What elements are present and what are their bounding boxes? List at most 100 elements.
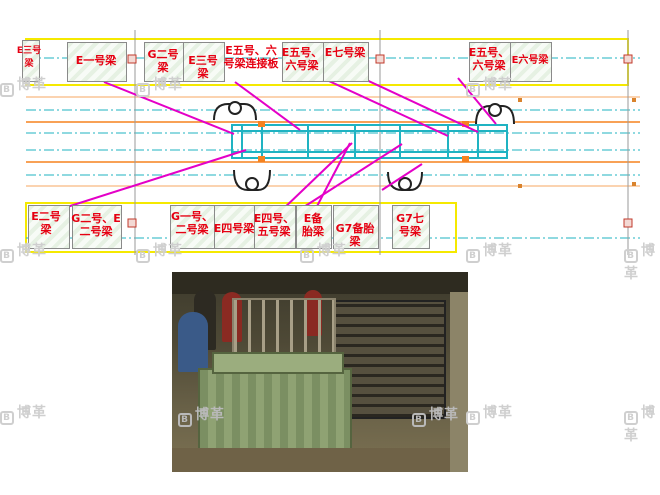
storage-box xyxy=(72,205,122,249)
column-marker xyxy=(623,218,633,228)
storage-box xyxy=(22,40,40,82)
storage-box xyxy=(333,205,379,249)
storage-label: E三号梁 xyxy=(188,54,218,80)
watermark-logo-icon: B xyxy=(0,249,14,263)
storage-label: G7七 号梁 xyxy=(396,212,424,238)
anchor-dot xyxy=(632,182,636,186)
watermark-logo-icon: B xyxy=(136,249,150,263)
watermark-logo-icon: B xyxy=(0,83,14,97)
watermark-text: 博革 xyxy=(153,77,183,93)
storage-label: E一号梁 xyxy=(75,54,117,67)
storage-label: E三号 梁 xyxy=(16,46,42,69)
watermark-logo-icon: B xyxy=(466,83,480,97)
storage-box xyxy=(296,205,332,249)
storage-box xyxy=(67,42,127,82)
storage-label: G一号、 二号梁 xyxy=(170,210,214,236)
storage-label: G二号、E 二号梁 xyxy=(71,212,121,238)
storage-label: E七号梁 xyxy=(324,46,366,59)
frame-joint xyxy=(462,121,469,127)
frame-joint xyxy=(258,121,265,127)
connector-line xyxy=(103,81,235,135)
chassis-frame xyxy=(231,124,508,159)
storage-label: E四号梁 xyxy=(213,222,255,235)
watermark-text: 博革 xyxy=(17,243,47,259)
bottom-storage-zone xyxy=(25,202,457,253)
connector-line xyxy=(234,81,301,131)
photo-cart xyxy=(212,352,344,374)
anchor-dot xyxy=(632,98,636,102)
storage-label: E四号、 五号梁 xyxy=(253,212,295,238)
column-marker xyxy=(127,218,137,228)
watermark-text: 博革 xyxy=(483,77,513,93)
watermark-logo-icon: B xyxy=(624,249,638,263)
watermark-logo-icon: B xyxy=(624,411,638,425)
connector-line xyxy=(381,163,423,191)
storage-label: G二号 梁 xyxy=(147,48,179,74)
line-side-layout-diagram: E三号 梁 E一号梁 G二号 梁 E三号梁 E五号、六 号梁连接板 E五号、 六… xyxy=(0,30,655,282)
watermark-text: 博革 xyxy=(195,407,225,423)
storage-label: E五号、六 号梁连接板 xyxy=(223,44,279,70)
frame-joint xyxy=(462,156,469,162)
column-marker xyxy=(127,54,137,64)
watermark-logo-icon: B xyxy=(136,83,150,97)
storage-label: E六号梁 xyxy=(511,55,549,66)
operator-icon xyxy=(387,171,423,191)
storage-box xyxy=(510,42,552,82)
watermark-text: 博革 xyxy=(153,243,183,259)
watermark-text: 博革 xyxy=(624,243,656,282)
connector-line xyxy=(313,142,351,213)
anchor-dot xyxy=(518,184,522,188)
watermark-text: 博革 xyxy=(483,243,513,259)
watermark-logo-icon: B xyxy=(466,249,480,263)
storage-box xyxy=(392,205,430,249)
operator-icon xyxy=(213,101,257,121)
watermark-logo-icon: B xyxy=(178,413,192,427)
connector-line xyxy=(279,142,353,213)
watermark-text: 博革 xyxy=(429,407,459,423)
storage-label: E五号、 六号梁 xyxy=(468,46,510,72)
anchor-dot xyxy=(518,98,522,102)
photo-pillar xyxy=(450,292,468,472)
watermark-text: 博革 xyxy=(317,243,347,259)
watermark-logo-icon: B xyxy=(300,249,314,263)
watermark-text: 博革 xyxy=(17,77,47,93)
connector-line xyxy=(457,77,497,125)
storage-box xyxy=(28,205,70,249)
watermark-logo-icon: B xyxy=(0,411,14,425)
photo-floor xyxy=(172,448,468,472)
storage-label: G7备胎梁 xyxy=(335,222,375,248)
storage-box xyxy=(323,42,369,82)
storage-box xyxy=(144,42,184,82)
watermark-text: 博革 xyxy=(624,405,656,444)
storage-box xyxy=(183,42,225,82)
storage-box xyxy=(214,205,256,249)
photo-ceiling xyxy=(172,272,468,294)
storage-label: E二号 梁 xyxy=(31,210,61,236)
storage-box xyxy=(282,42,324,82)
connector-line xyxy=(295,143,403,213)
watermark-logo-icon: B xyxy=(412,413,426,427)
storage-box xyxy=(170,205,216,249)
watermark-logo-icon: B xyxy=(466,411,480,425)
storage-box xyxy=(254,205,296,249)
connector-line xyxy=(66,149,247,208)
storage-box xyxy=(469,42,511,82)
storage-label: E五号、 六号梁 xyxy=(281,46,323,72)
photo-worker xyxy=(178,312,208,372)
operator-icon xyxy=(233,169,271,191)
storage-label: E备 胎梁 xyxy=(302,212,324,238)
